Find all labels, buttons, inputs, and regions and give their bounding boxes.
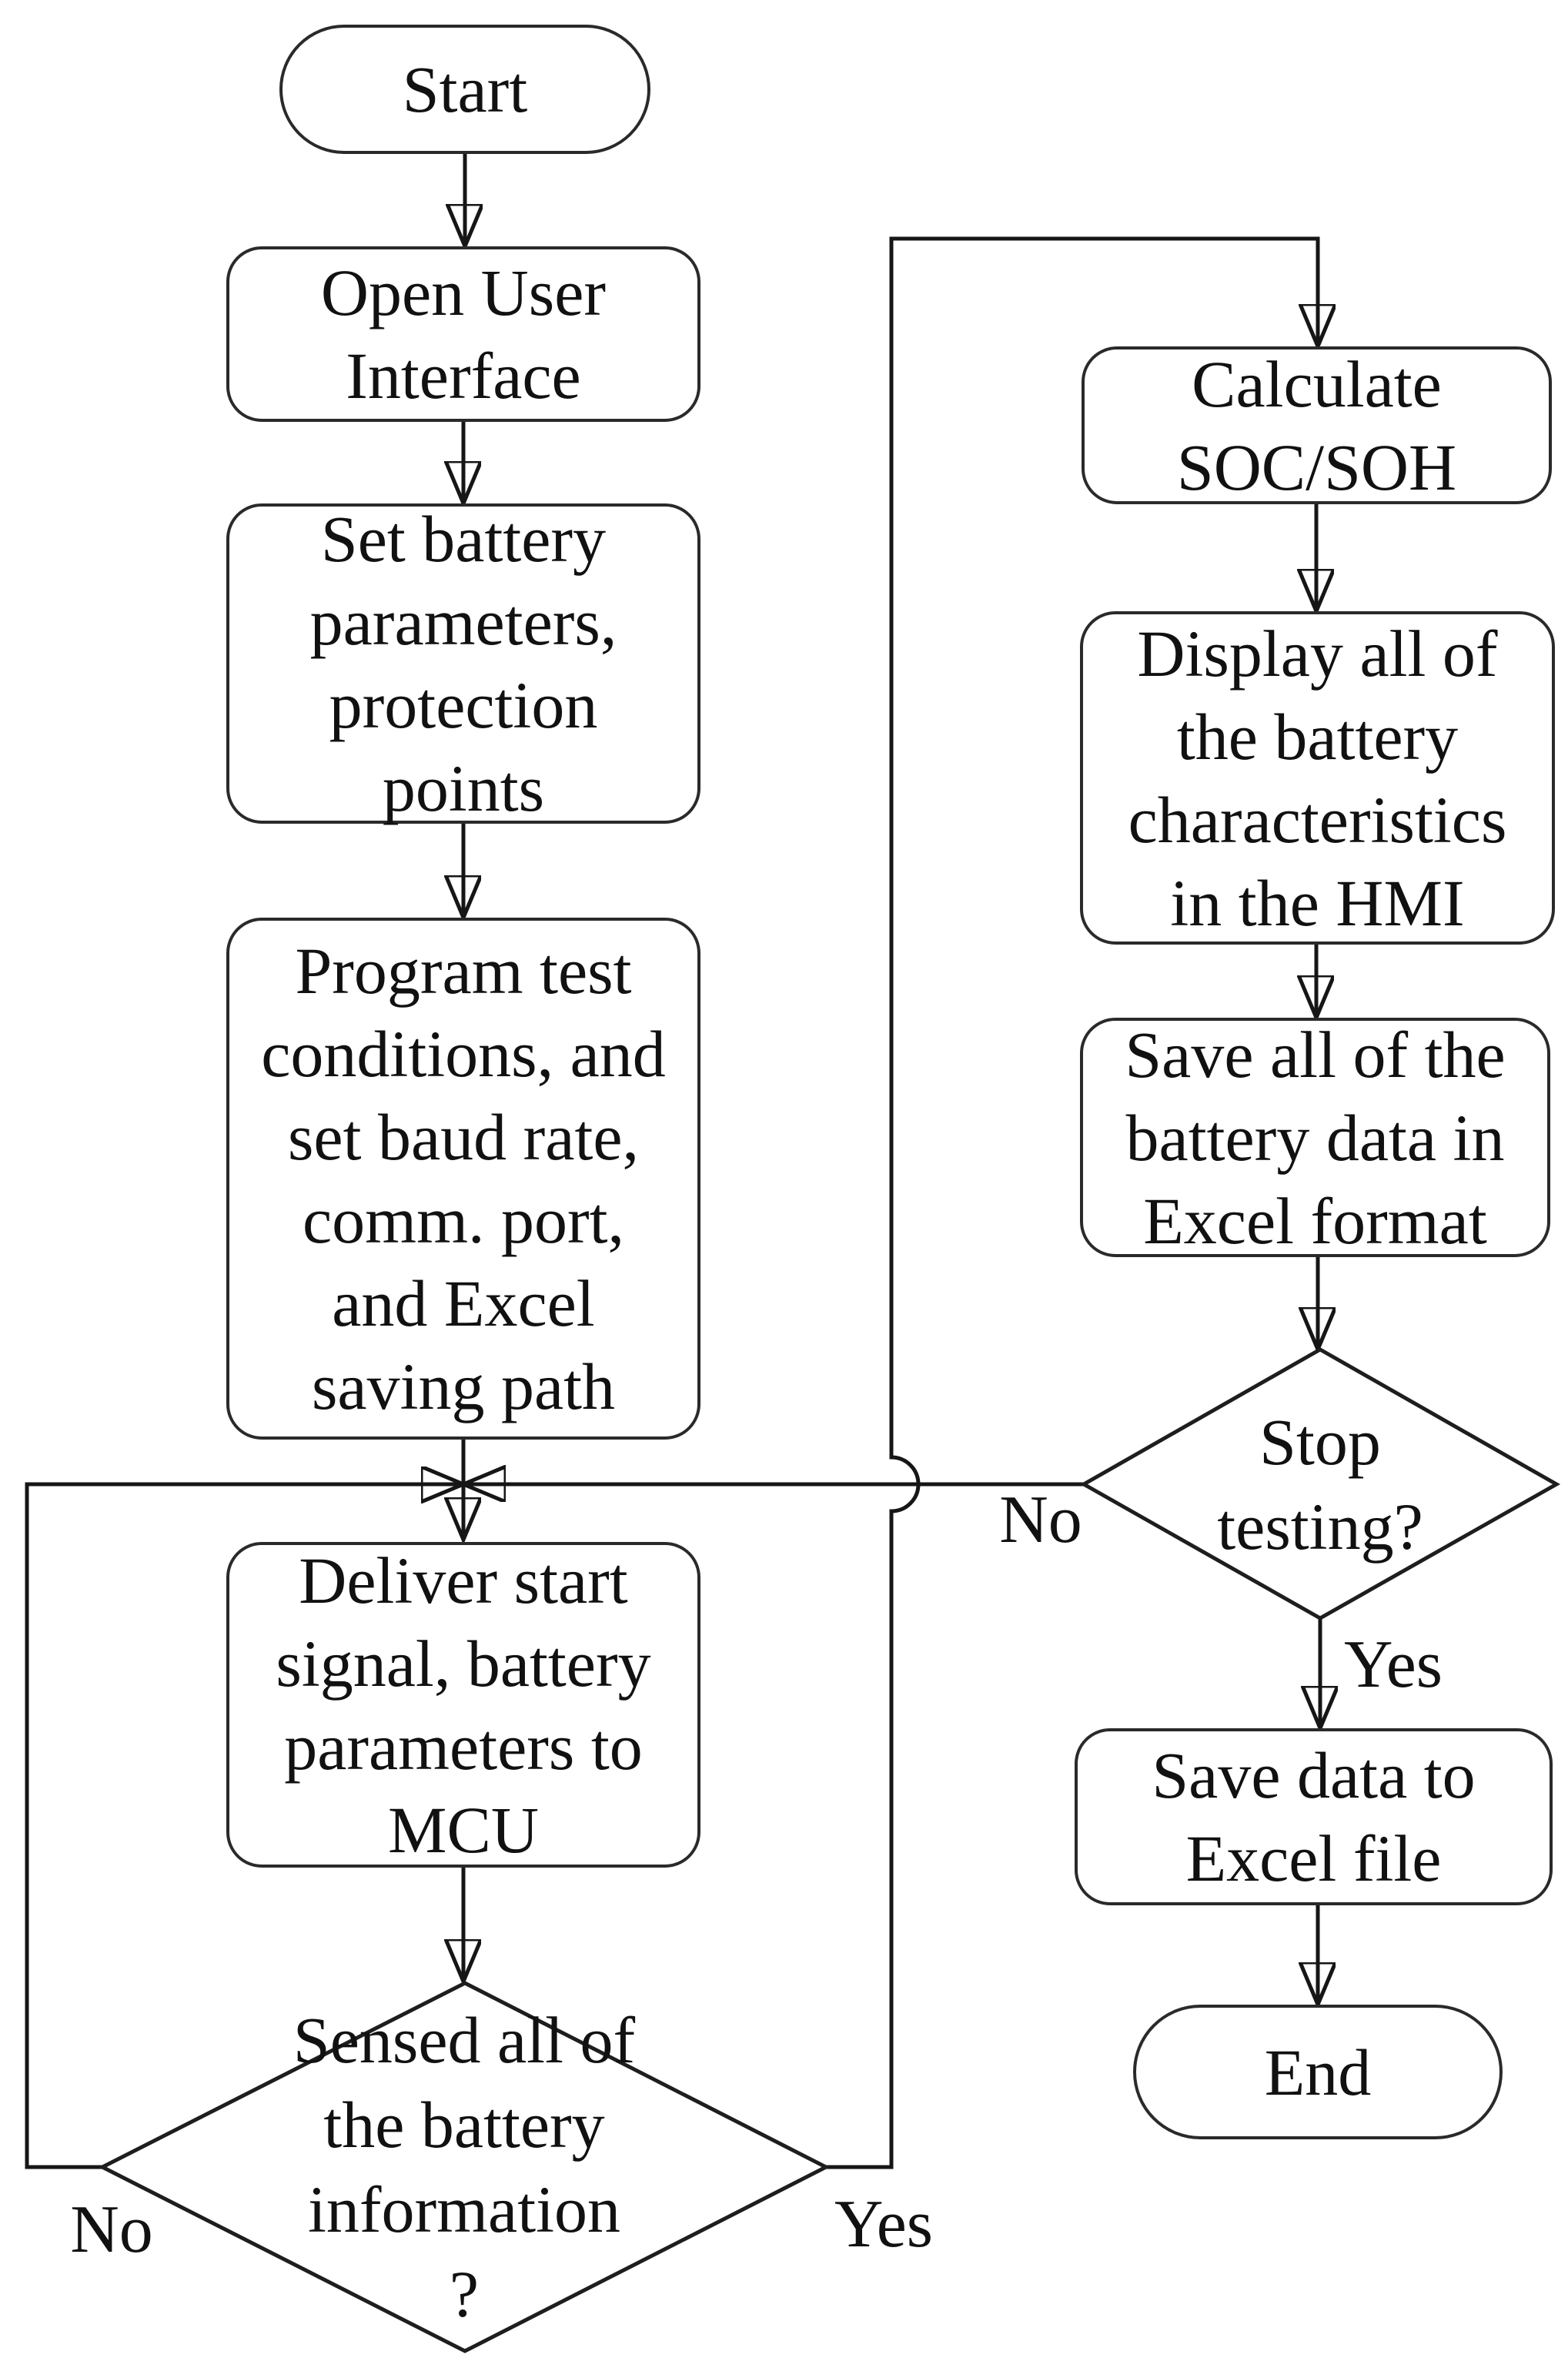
edge-label-stop-no: No [999,1483,1082,1557]
sensed-decision-label: Sensed all of the battery information ? [293,2003,636,2331]
node-start: Start [279,25,650,154]
stop-decision-label: Stop testing? [1217,1405,1423,1564]
node-set-battery-parameters: Set battery parameters, protection point… [226,502,700,825]
sensed-decision-diamond [98,1981,831,2353]
node-program-test-conditions: Program test conditions, and set baud ra… [226,918,700,1440]
node-open-user-interface: Open User Interface [226,246,700,422]
node-calculate-soc-soh: Calculate SOC/SOH [1082,346,1552,504]
node-save-data-to-excel: Save data to Excel file [1075,1728,1553,1905]
edge-label-stop-yes: Yes [1343,1627,1443,1702]
edge-sensed-yes-route [826,236,1318,2169]
edge-sensed-no-loop [25,1484,463,2169]
node-save-all-battery-data: Save all of the battery data in Excel fo… [1080,1018,1550,1258]
node-deliver-start-signal: Deliver start signal, battery parameters… [226,1542,700,1868]
node-display-battery-characteristics: Display all of the battery characteristi… [1080,611,1555,945]
edge-label-sensed-yes: Yes [834,2187,934,2262]
node-end: End [1133,2005,1503,2139]
edge-label-sensed-no: No [70,2192,153,2267]
stop-decision-diamond [1079,1347,1561,1620]
